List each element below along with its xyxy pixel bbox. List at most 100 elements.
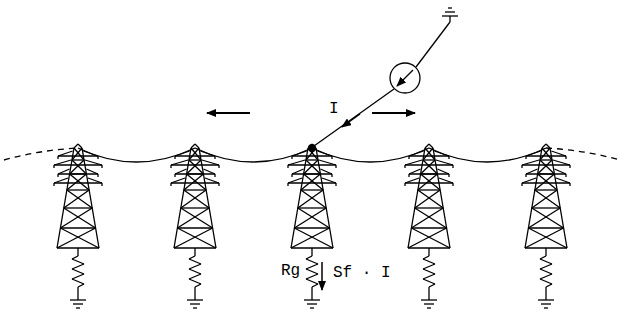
fault-current-label: Sf · I (332, 264, 392, 282)
tower-stroke (436, 160, 453, 165)
tower-stroke (292, 173, 332, 174)
tower-stroke (404, 183, 405, 186)
tower-stroke (306, 264, 318, 269)
tower-stroke (181, 208, 213, 228)
tower-stroke (526, 173, 566, 174)
tower-stroke (194, 248, 195, 256)
tower-stroke (88, 178, 102, 183)
tower-stroke (540, 274, 552, 279)
tower-stroke (528, 208, 560, 228)
tower-stroke (521, 183, 522, 186)
tower-stroke (76, 307, 80, 308)
tower-stroke (311, 248, 312, 256)
tower-stroke (322, 178, 336, 183)
current-direction-arrow (342, 114, 360, 127)
tower-stroke (306, 259, 318, 264)
tower-stroke (526, 169, 538, 174)
tower-stroke (522, 160, 539, 165)
tower-stroke (54, 160, 71, 165)
tower-stroke (189, 159, 201, 160)
tower-stroke (301, 174, 321, 190)
tower-stroke (421, 174, 441, 190)
tower-stroke (205, 178, 219, 183)
tower-stroke (565, 174, 566, 177)
tower-stroke (423, 256, 429, 259)
tower-stroke (177, 227, 212, 228)
tower-stroke (72, 159, 84, 160)
tower-stroke (306, 274, 318, 279)
tower-stroke (423, 259, 435, 264)
tower-stroke (429, 284, 435, 287)
tower-stroke (58, 173, 98, 174)
tower-stroke (72, 279, 84, 284)
tower-stroke (53, 183, 54, 186)
tower-stroke (53, 165, 54, 168)
tower-stroke (452, 183, 453, 186)
tower-stroke (448, 174, 449, 177)
tower-stroke (540, 259, 552, 264)
tower-stroke (538, 173, 555, 174)
tower-stroke (72, 264, 84, 269)
tower-stroke (522, 178, 536, 183)
tower-stroke (292, 169, 304, 174)
tower-stroke (187, 173, 204, 174)
tower-stroke (70, 173, 87, 174)
tower-stroke (101, 183, 102, 186)
tower-stroke (301, 190, 326, 208)
tower-stroke (415, 207, 443, 208)
tower-stroke (535, 189, 557, 190)
tower-stroke (214, 174, 215, 177)
tower-stroke (526, 155, 566, 156)
tower-stroke (335, 165, 336, 168)
tower-stroke (538, 299, 554, 300)
tower-stroke (189, 264, 201, 269)
tower-stroke (181, 190, 206, 208)
tower-stroke (203, 169, 215, 174)
tower-stroke (189, 274, 201, 279)
tower-stroke (64, 207, 92, 208)
tower-stroke (545, 287, 546, 300)
tower-stroke (64, 190, 89, 208)
tower-stroke (528, 228, 567, 248)
tower-stroke (298, 208, 330, 228)
tower-stroke (73, 303, 83, 304)
tower-stroke (423, 160, 437, 174)
tower-stroke (187, 160, 201, 174)
tower-stroke (72, 274, 84, 279)
tower-stroke (58, 169, 70, 174)
tower-stroke (418, 189, 440, 190)
current-arrow (207, 112, 250, 114)
tower-stroke (187, 299, 203, 300)
tower-stroke (86, 169, 98, 174)
fault-current-arrow (321, 262, 323, 290)
tower-stroke (171, 178, 185, 183)
tower-stroke (67, 189, 89, 190)
tower-stroke (405, 160, 422, 165)
tower-stroke (189, 160, 203, 174)
tower-stroke (540, 256, 546, 259)
tower-stroke (409, 169, 421, 174)
tower-stroke (423, 269, 435, 274)
tower-stroke (195, 144, 199, 148)
tower-stroke (304, 160, 318, 174)
tower-stroke (181, 207, 209, 208)
tower-stroke (77, 248, 78, 256)
tower-stroke (428, 248, 429, 256)
tower-stroke (170, 165, 171, 168)
tower-stroke (304, 173, 321, 174)
tower-stroke (58, 155, 98, 156)
tower-stroke (288, 182, 336, 183)
tower-stroke (545, 248, 546, 256)
tower-stroke (540, 159, 552, 160)
tower-stroke (291, 228, 330, 248)
tower-stroke (304, 174, 324, 190)
tower-stroke (556, 178, 570, 183)
tower-stroke (310, 307, 314, 308)
tower-stroke (418, 174, 438, 190)
tower-stroke (535, 174, 555, 190)
tower-stroke (532, 190, 557, 208)
tower-stroke (405, 178, 419, 183)
tower-stroke (77, 287, 78, 300)
tower-stroke (288, 160, 305, 165)
tower-stroke (427, 307, 431, 308)
